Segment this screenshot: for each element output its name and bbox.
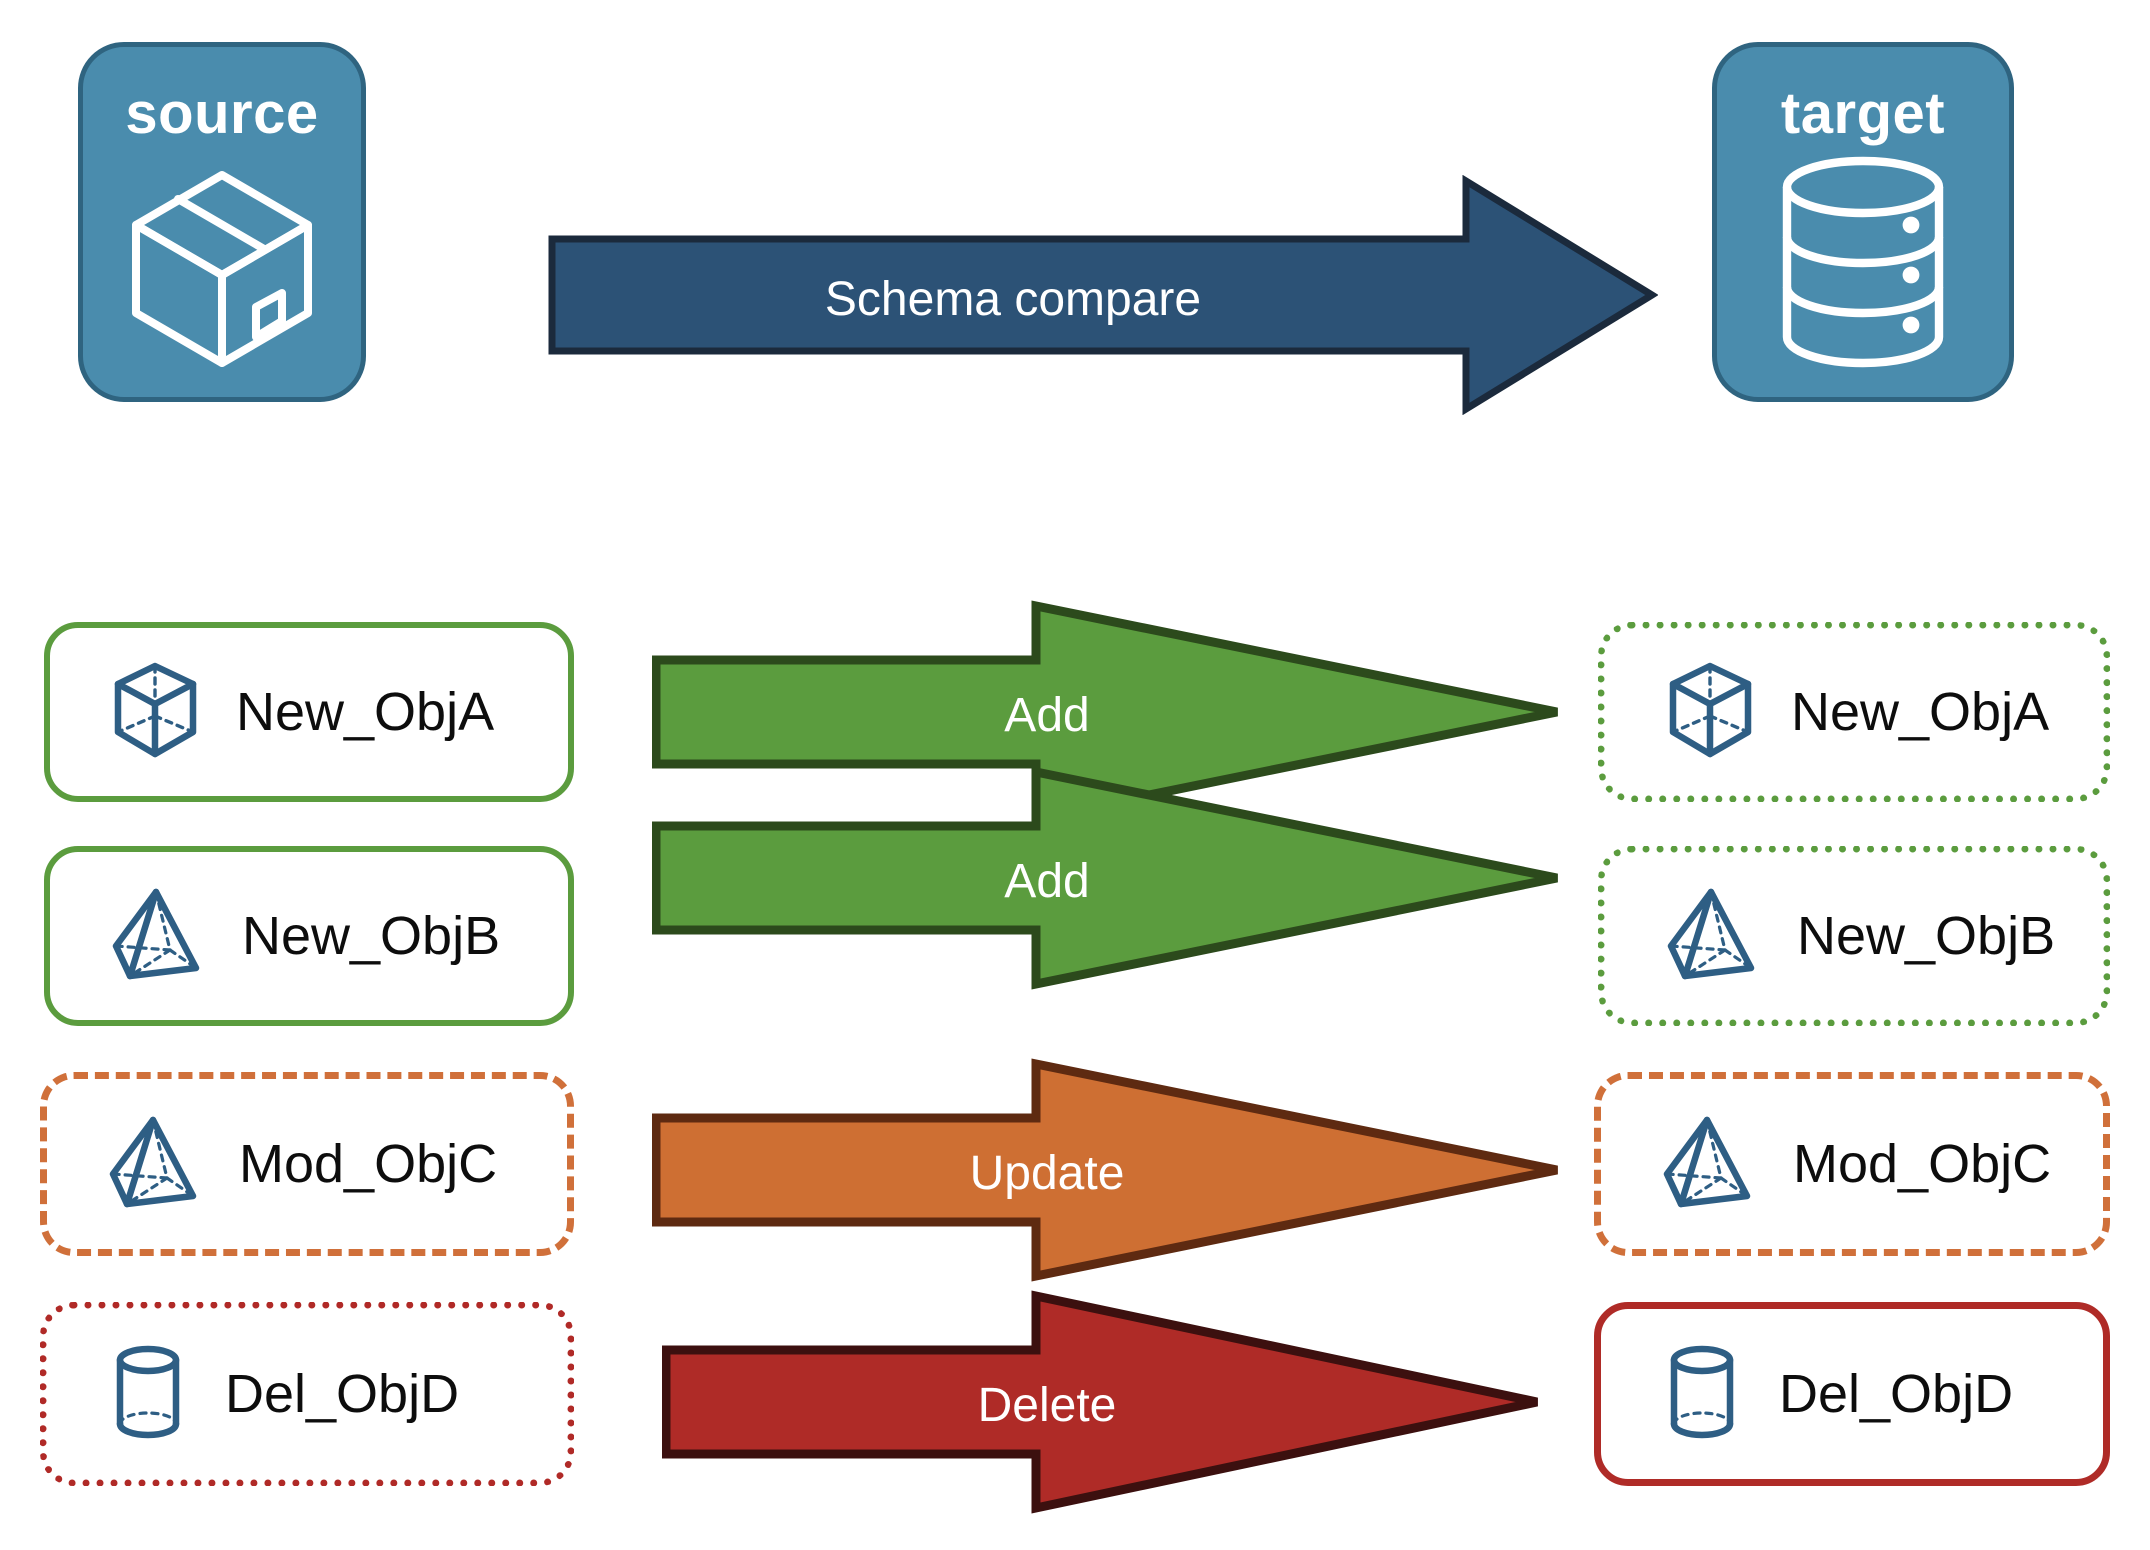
row-arrow-4[interactable] xyxy=(661,1290,1542,1514)
wireframe-pyramid-icon xyxy=(1663,884,1763,989)
source-object-card-2[interactable]: New_ObjB xyxy=(44,846,574,1026)
target-title: target xyxy=(1780,81,1946,146)
wireframe-cube-icon xyxy=(1663,660,1757,765)
box-3d-icon xyxy=(118,161,326,374)
wireframe-cylinder-icon xyxy=(1659,1342,1745,1447)
source-object-card-1[interactable]: New_ObjA xyxy=(44,622,574,802)
source-object-label-3: Mod_ObjC xyxy=(239,1134,498,1194)
row-arrow-label-1: Add xyxy=(1004,689,1090,742)
target-object-card-3[interactable]: Mod_ObjC xyxy=(1594,1072,2110,1256)
row-arrow-3[interactable] xyxy=(651,1058,1562,1282)
schema-compare-arrow-label: Schema compare xyxy=(824,273,1202,326)
wireframe-pyramid-icon xyxy=(105,1112,205,1217)
wireframe-cube-icon xyxy=(108,660,202,765)
row-arrow-label-4: Delete xyxy=(977,1379,1117,1432)
source-endpoint-card[interactable]: source xyxy=(78,42,366,402)
target-object-label-4: Del_ObjD xyxy=(1779,1364,2014,1424)
source-object-label-2: New_ObjB xyxy=(242,906,501,966)
schema-compare-arrow[interactable] xyxy=(548,174,1659,416)
target-object-card-1[interactable]: New_ObjA xyxy=(1598,622,2110,802)
wireframe-pyramid-icon xyxy=(1659,1112,1759,1217)
row-arrow-label-2: Add xyxy=(1004,855,1090,908)
wireframe-cylinder-icon xyxy=(105,1342,191,1447)
source-object-card-3[interactable]: Mod_ObjC xyxy=(40,1072,574,1256)
source-object-label-1: New_ObjA xyxy=(236,682,495,742)
database-cylinder-icon xyxy=(1763,153,1963,376)
target-object-card-4[interactable]: Del_ObjD xyxy=(1594,1302,2110,1486)
target-endpoint-card[interactable]: target xyxy=(1712,42,2014,402)
target-object-label-3: Mod_ObjC xyxy=(1793,1134,2052,1194)
source-object-card-4[interactable]: Del_ObjD xyxy=(40,1302,574,1486)
row-arrow-label-3: Update xyxy=(969,1147,1125,1200)
target-object-label-2: New_ObjB xyxy=(1797,906,2056,966)
source-object-label-4: Del_ObjD xyxy=(225,1364,460,1424)
target-object-card-2[interactable]: New_ObjB xyxy=(1598,846,2110,1026)
wireframe-pyramid-icon xyxy=(108,884,208,989)
source-title: source xyxy=(125,81,319,146)
row-arrow-2[interactable] xyxy=(651,766,1562,990)
target-object-label-1: New_ObjA xyxy=(1791,682,2050,742)
row-arrow-1[interactable] xyxy=(651,600,1562,824)
